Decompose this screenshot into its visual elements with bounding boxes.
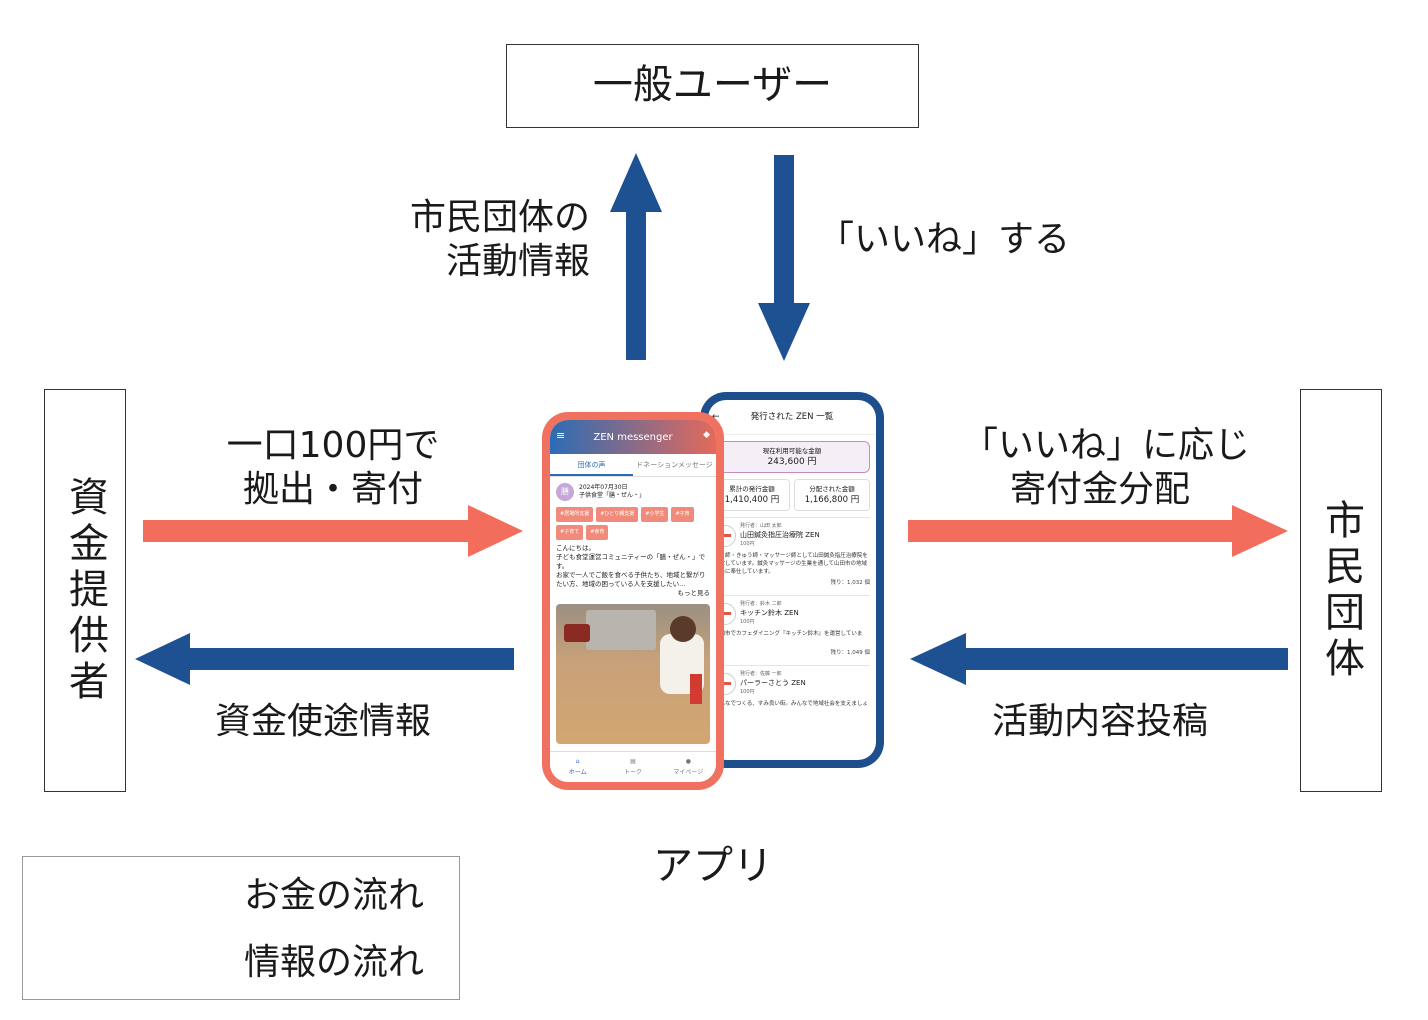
post-photo	[556, 604, 710, 744]
arrow-app-to-group	[908, 505, 1288, 557]
zen-card-issuer: 発行者：鈴木 二郎	[740, 601, 782, 607]
zen-card-price: 100円	[740, 541, 755, 547]
post-tags: #居場所支援 #ひとり親支援 #小学生 #子育 #子育て #食育	[550, 507, 716, 540]
arrow-app-to-user	[610, 153, 662, 360]
edge-label-app-to-funder: 資金使途情報	[214, 701, 431, 742]
zen-card[interactable]: 発行者：鈴木 二郎キッチン鈴木 ZEN 100円 山田市でカフェダイニング『キッチ…	[714, 595, 870, 659]
distributed-label: 分配された金額	[809, 485, 855, 493]
zen-card-desc: はり師・きゅう師・マッサージ師として山田鍼灸指圧治療院を運営しています。鍼灸マッ…	[714, 553, 868, 575]
zen-card-remaining: 残り：1,032 個	[830, 580, 871, 586]
phone-zen-list: ← 発行された ZEN 一覧 現在利用可能な金額 243,600 円 累計の発行…	[700, 392, 884, 768]
tab-donation-message[interactable]: ドネーションメッセージ	[636, 461, 713, 469]
person-icon: ●	[685, 758, 691, 765]
citizen-group-node: 市民団体	[1300, 389, 1382, 792]
zen-card-name: キッチン鈴木 ZEN	[740, 609, 799, 617]
edge-label-app-to-group: 「いいね」に応じ 寄付金分配	[962, 424, 1251, 512]
edge-label-app-to-group-line2: 寄付金分配	[1009, 469, 1190, 510]
phone-zen-list-screen: ← 発行された ZEN 一覧 現在利用可能な金額 243,600 円 累計の発行…	[708, 400, 876, 760]
edge-label-funder-to-app-line1: 一口100円で	[226, 425, 440, 466]
tag-chip[interactable]: #食育	[586, 525, 609, 540]
legend-info-label: 情報の流れ	[244, 942, 425, 983]
more-link[interactable]: もっと見る	[677, 589, 711, 597]
tag-chip[interactable]: #子育	[671, 507, 694, 522]
edge-label-to-user: 市民団体の 活動情報	[400, 196, 590, 284]
zen-card-desc: みんなでつくる、すみ良い街。みんなで地域社会を支えましょう。	[714, 701, 868, 715]
zen-card-price: 100円	[740, 689, 755, 695]
arrow-funder-to-app	[143, 505, 523, 557]
nav-home[interactable]: ⌂ ホーム	[550, 752, 605, 782]
zen-list-title: 発行された ZEN 一覧	[750, 411, 834, 422]
post-author: 子供食堂「膳・ぜん・」	[579, 492, 646, 499]
edge-label-app-to-group-line1: 「いいね」に応じ	[962, 425, 1251, 466]
balance-value: 243,600 円	[767, 457, 817, 467]
post-text-line2: 子ども食堂運営コミュニティーの「膳・ぜん・」です。	[556, 553, 706, 570]
zen-card[interactable]: 発行者：佐藤 一郎パーラーさとう ZEN 100円 みんなでつくる、すみ良い街。み…	[714, 665, 870, 716]
phone-messenger-screen: ≡ ZEN messenger ◆ 団体の声 ドネーションメッセージ 膳 202…	[550, 420, 716, 782]
phone-messenger: ≡ ZEN messenger ◆ 団体の声 ドネーションメッセージ 膳 202…	[542, 412, 724, 790]
avatar[interactable]: 膳	[556, 483, 574, 501]
general-user-label: 一般ユーザー	[592, 62, 833, 108]
post-date: 2024年07月30日	[579, 484, 628, 491]
home-icon: ⌂	[575, 758, 580, 765]
zen-card-name: パーラーさとう ZEN	[740, 679, 806, 687]
zen-card-issuer: 発行者：佐藤 一郎	[740, 671, 782, 677]
distributed-card: 分配された金額 1,166,800 円	[794, 479, 870, 511]
zen-card-price: 100円	[740, 619, 755, 625]
zen-card-remaining: 残り：1,049 個	[830, 650, 871, 656]
nav-talk-label: トーク	[623, 769, 642, 776]
balance-card: 現在利用可能な金額 243,600 円	[714, 441, 870, 473]
messenger-title: ZEN messenger	[593, 431, 673, 443]
edge-label-group-to-app: 活動内容投稿	[991, 701, 1208, 742]
edge-label-funder-to-app-line2: 拠出・寄付	[242, 469, 423, 510]
app-label: アプリ	[653, 843, 773, 889]
messenger-tabs: 団体の声 ドネーションメッセージ	[550, 454, 716, 477]
nav-mypage-label: マイページ	[673, 769, 704, 776]
post-text: こんにちは。 子ども食堂運営コミュニティーの「膳・ぜん・」です。 お家で一人でご…	[550, 540, 716, 602]
edge-label-from-user: 「いいね」する	[818, 219, 1071, 260]
bottom-nav: ⌂ ホーム ▤ トーク ● マイページ	[550, 751, 716, 782]
zen-card-name: 山田鍼灸指圧治療院 ZEN	[740, 531, 820, 539]
funder-label: 資金提供者	[62, 475, 108, 706]
totals-row: 累計の発行金額 1,410,400 円 分配された金額 1,166,800 円	[714, 479, 870, 511]
edge-label-funder-to-app: 一口100円で 拠出・寄付	[200, 424, 466, 512]
post-text-line3: お家で一人でご飯を食べる子供たち、地域と繋がりたい方、地域の困っている人を支援し…	[556, 571, 706, 588]
menu-icon[interactable]: ≡	[556, 429, 566, 442]
nav-talk[interactable]: ▤ トーク	[605, 752, 660, 782]
back-arrow-icon[interactable]: ←	[712, 411, 720, 422]
messenger-header: ≡ ZEN messenger ◆	[550, 420, 716, 454]
legend-money-label: お金の流れ	[244, 875, 425, 916]
nav-mypage[interactable]: ● マイページ	[661, 752, 716, 782]
tag-chip[interactable]: #小学生	[641, 507, 669, 522]
distributed-value: 1,166,800 円	[804, 495, 860, 505]
citizen-group-label: 市民団体	[1318, 498, 1364, 683]
tag-chip[interactable]: #子育て	[556, 525, 584, 540]
zen-card-desc: 山田市でカフェダイニング『キッチン鈴木』を運営しています。	[714, 631, 863, 645]
funder-node: 資金提供者	[44, 389, 126, 792]
issued-card: 累計の発行金額 1,410,400 円	[714, 479, 790, 511]
post-text-line1: こんにちは。	[556, 544, 595, 552]
bell-icon[interactable]: ◆	[703, 430, 710, 440]
chat-icon: ▤	[630, 758, 636, 765]
edge-label-to-user-line2: 活動情報	[445, 241, 590, 282]
legend	[22, 856, 460, 1000]
zen-list-header: ← 発行された ZEN 一覧	[708, 400, 876, 435]
tag-chip[interactable]: #ひとり親支援	[596, 507, 639, 522]
arrow-app-to-funder	[135, 633, 514, 685]
nav-home-label: ホーム	[568, 769, 587, 776]
arrow-user-to-app	[758, 155, 810, 361]
zen-card-issuer: 発行者：山田 太郎	[740, 523, 782, 529]
edge-label-to-user-line1: 市民団体の	[409, 197, 590, 238]
general-user-node: 一般ユーザー	[506, 44, 919, 128]
zen-card[interactable]: 発行者：山田 太郎山田鍼灸指圧治療院 ZEN 100円 はり師・きゅう師・マッサー…	[714, 517, 870, 589]
tag-chip[interactable]: #居場所支援	[556, 507, 594, 522]
post-meta: 膳 2024年07月30日 子供食堂「膳・ぜん・」	[550, 477, 716, 507]
tab-group-voice[interactable]: 団体の声	[550, 454, 633, 476]
issued-value: 1,410,400 円	[724, 495, 780, 505]
issued-label: 累計の発行金額	[729, 485, 775, 493]
arrow-group-to-app	[910, 633, 1288, 685]
balance-label: 現在利用可能な金額	[762, 447, 822, 455]
